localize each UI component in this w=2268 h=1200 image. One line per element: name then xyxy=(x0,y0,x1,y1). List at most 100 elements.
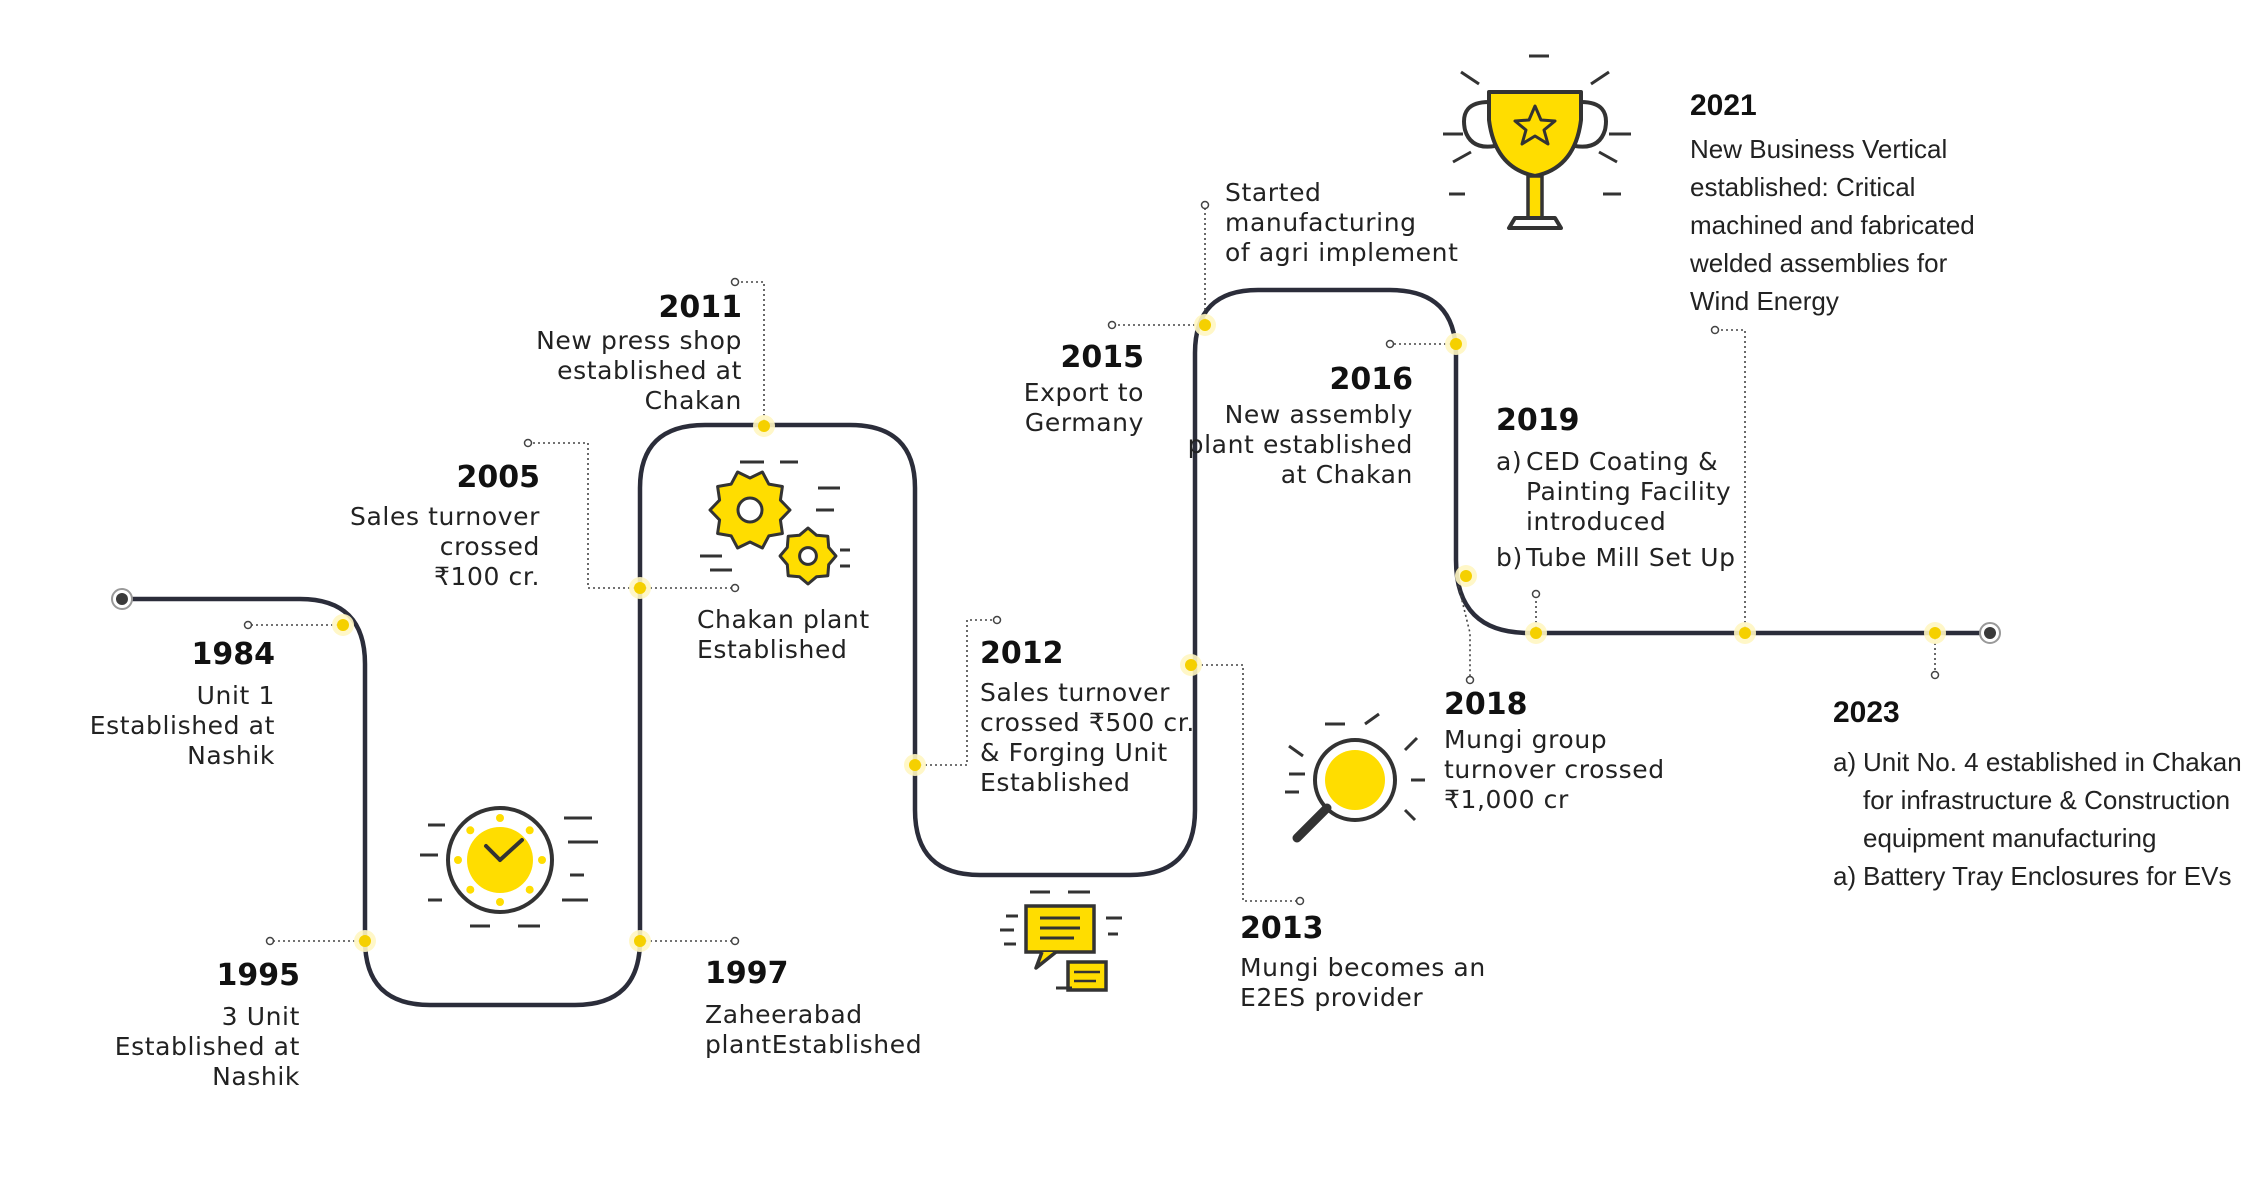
event-2015: 2015 Export to Germany xyxy=(960,340,1144,438)
leader-end xyxy=(265,936,275,946)
event-text: Unit 1 xyxy=(196,681,275,710)
leader-end xyxy=(730,583,740,593)
milestone-marker xyxy=(758,420,770,432)
event-text: Tube Mill Set Up xyxy=(1526,543,1736,572)
event-year: 2023 xyxy=(1833,696,1900,729)
event-2023: 2023 a)Unit No. 4 established in Chakan … xyxy=(1833,695,2258,895)
item-marker: a) xyxy=(1496,447,1523,476)
event-text: ₹100 cr. xyxy=(433,562,540,591)
event-year: 2016 xyxy=(1329,362,1414,397)
timeline-endpoint-dot xyxy=(1984,627,1996,639)
timeline-path xyxy=(119,287,1993,1008)
event-text: Unit No. 4 established in Chakan xyxy=(1863,747,2242,777)
event-text: machined and fabricated xyxy=(1690,210,1975,240)
event-text: welded assemblies for xyxy=(1690,248,1948,278)
event-text: Chakan xyxy=(644,386,742,415)
chat-bubbles-icon xyxy=(1000,890,1122,992)
leader-end xyxy=(1107,320,1117,330)
event-2019: 2019 a)CED Coating & Painting Facility i… xyxy=(1496,403,1756,573)
event-text: ₹1,000 cr xyxy=(1444,785,1569,814)
trophy-icon xyxy=(1443,54,1631,230)
milestone-marker xyxy=(1450,338,1462,350)
event-text: established: Critical xyxy=(1690,172,1916,202)
event-text: Sales turnover xyxy=(350,502,540,531)
event-text: E2ES provider xyxy=(1240,983,1424,1012)
event-text: New Business Vertical xyxy=(1690,134,1948,164)
stopwatch-icon xyxy=(420,806,598,928)
event-text: Established xyxy=(697,635,848,664)
magnifier-icon xyxy=(1285,712,1425,843)
event-text: Painting Facility xyxy=(1526,477,1732,506)
milestone-marker xyxy=(1199,319,1211,331)
event-year: 1995 xyxy=(216,958,301,993)
milestone-markers xyxy=(111,314,2001,952)
event-year: 2013 xyxy=(1240,911,1324,946)
event-text: turnover crossed xyxy=(1444,755,1665,784)
leader-end xyxy=(1710,325,1720,335)
leader-end xyxy=(523,438,533,448)
leader-end xyxy=(1200,200,1210,210)
event-1997: 1997 Zaheerabad plantEstablished xyxy=(705,956,985,1060)
event-1995: 1995 3 Unit Established at Nashik xyxy=(60,958,300,1092)
event-text: crossed ₹500 cr. xyxy=(980,708,1195,737)
event-text: 3 Unit xyxy=(221,1002,300,1031)
event-2018: 2018 Mungi group turnover crossed ₹1,000… xyxy=(1444,687,1694,815)
event-year: 2015 xyxy=(1060,340,1145,375)
event-text: Established at xyxy=(89,711,275,740)
event-text: New assembly xyxy=(1224,400,1413,429)
event-text: Nashik xyxy=(212,1062,300,1091)
event-year: 2011 xyxy=(658,290,743,325)
leader-end xyxy=(730,936,740,946)
event-year: 2018 xyxy=(1444,687,1528,722)
milestone-marker xyxy=(1185,659,1197,671)
event-year: 2005 xyxy=(456,460,541,495)
milestone-marker xyxy=(634,935,646,947)
decorative-icons xyxy=(420,54,1631,992)
milestone-marker xyxy=(909,759,921,771)
leader-end xyxy=(1465,675,1475,685)
event-text: Zaheerabad xyxy=(705,1000,863,1029)
item-marker: a) xyxy=(1833,861,1857,891)
event-text: Wind Energy xyxy=(1690,286,1839,316)
leader-end xyxy=(992,615,1002,625)
timeline-endpoint-dot xyxy=(116,593,128,605)
event-text: Chakan plant xyxy=(697,605,870,634)
event-text: Established at xyxy=(114,1032,300,1061)
milestone-marker xyxy=(337,619,349,631)
event-text: Export to xyxy=(1023,378,1144,407)
event-item: a)Battery Tray Enclosures for EVs xyxy=(1833,857,2258,895)
event-item: a)Unit No. 4 established in Chakan for i… xyxy=(1833,743,2258,857)
event-2016: 2016 New assembly plant established at C… xyxy=(1175,362,1413,490)
event-year: 2021 xyxy=(1690,89,1757,122)
event-2011: 2011 New press shop established at Chaka… xyxy=(520,290,742,416)
event-2013: 2013 Mungi becomes an E2ES provider xyxy=(1240,911,1520,1013)
leader-end xyxy=(243,620,253,630)
event-item: b)Tube Mill Set Up xyxy=(1496,543,1756,573)
event-text: Germany xyxy=(1024,408,1144,437)
event-text: Started xyxy=(1225,178,1322,207)
event-text: plant established xyxy=(1187,430,1413,459)
leader-end xyxy=(730,277,740,287)
event-2021: 2021 New Business Vertical established: … xyxy=(1690,88,2030,320)
event-text: manufacturing xyxy=(1225,208,1417,237)
event-text: & Forging Unit xyxy=(980,738,1168,767)
leader-end xyxy=(1930,670,1940,680)
event-text: introduced xyxy=(1526,507,1667,536)
leader-end xyxy=(1295,896,1305,906)
leader-line xyxy=(1455,575,1471,680)
event-text: for infrastructure & Construction xyxy=(1863,785,2231,815)
event-agri-implement: Started manufacturing of agri implement xyxy=(1225,178,1475,268)
event-year: 2012 xyxy=(980,636,1064,671)
event-text: Battery Tray Enclosures for EVs xyxy=(1863,861,2232,891)
event-year: 2019 xyxy=(1496,403,1580,438)
leader-end xyxy=(1385,339,1395,349)
milestone-marker xyxy=(359,935,371,947)
event-text: plantEstablished xyxy=(705,1030,923,1059)
leader-line xyxy=(1715,329,1746,633)
event-text: at Chakan xyxy=(1280,460,1413,489)
milestone-marker xyxy=(634,582,646,594)
leader-end xyxy=(1531,589,1541,599)
event-text: Sales turnover xyxy=(980,678,1170,707)
event-text: crossed xyxy=(439,532,540,561)
